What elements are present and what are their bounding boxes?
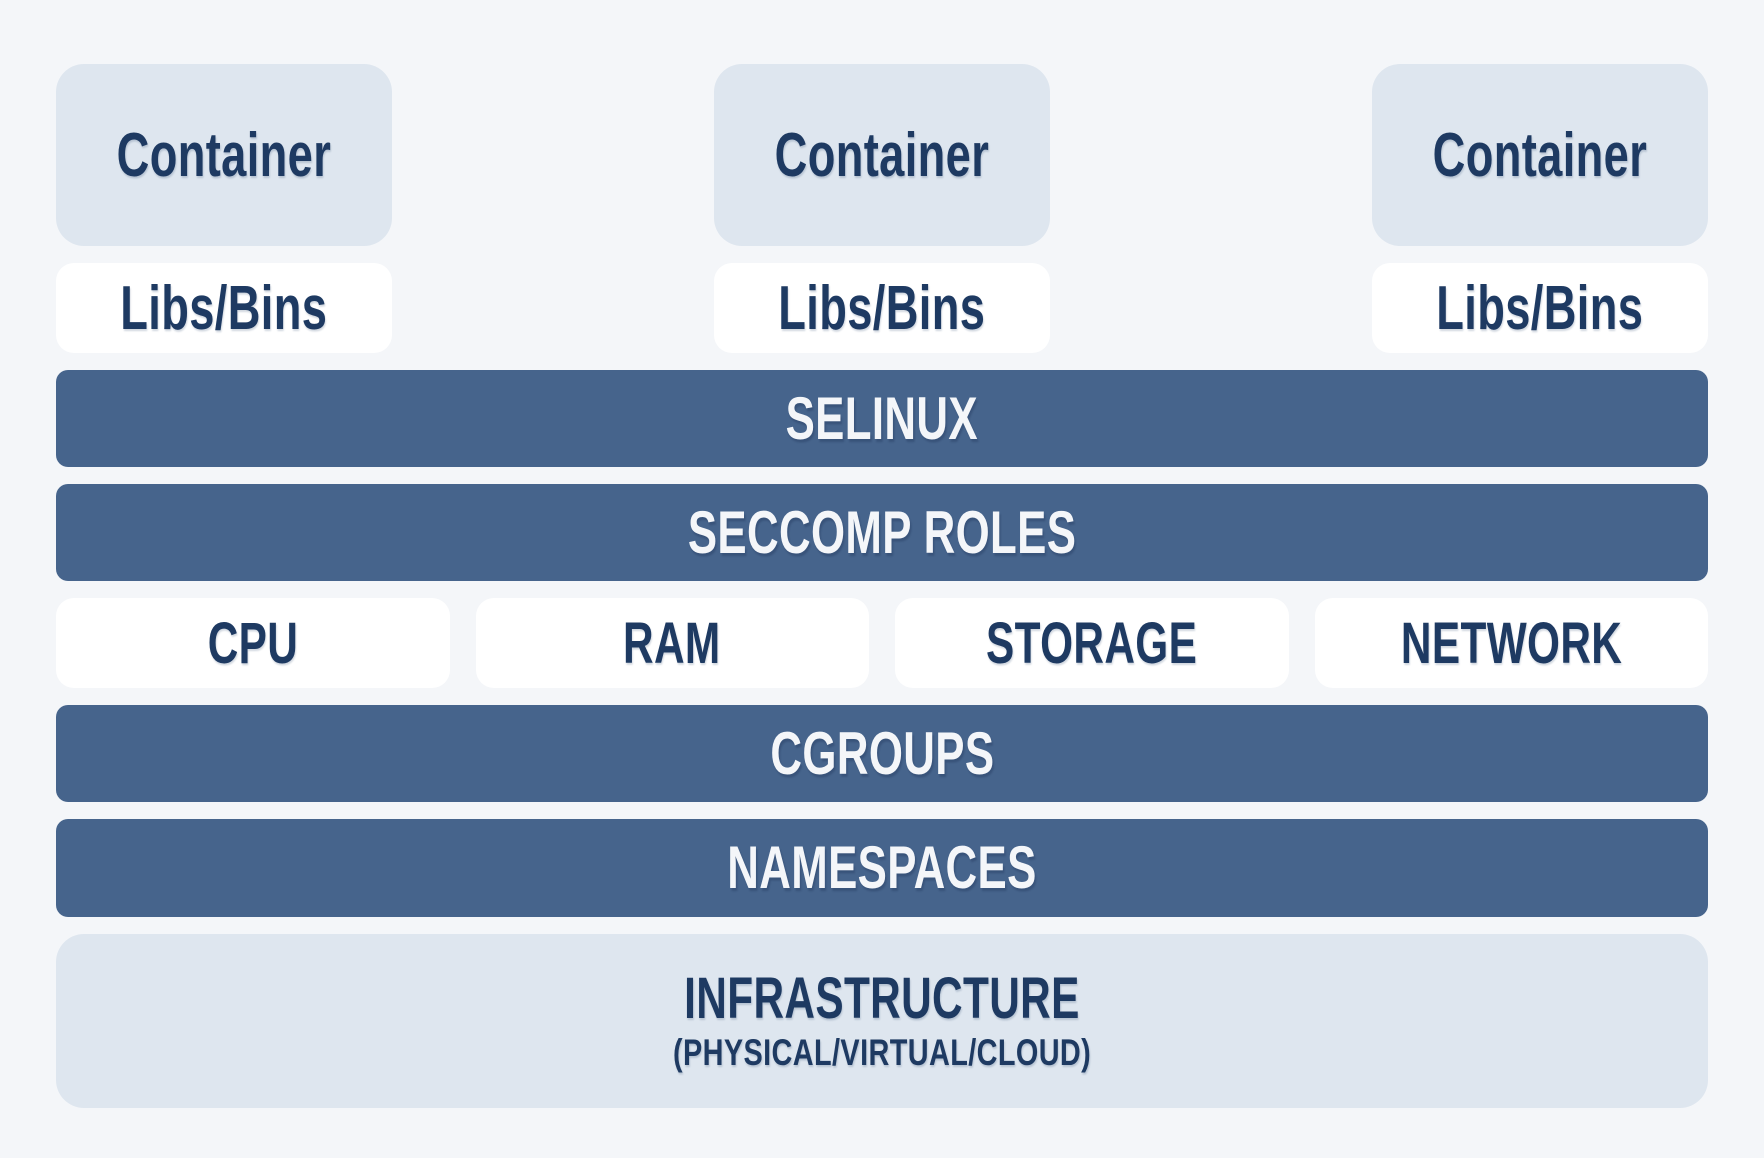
network-label: NETWORK [1400,610,1622,676]
cgroups-layer-bar: CGROUPS [56,705,1708,803]
resources-row: CPU RAM STORAGE NETWORK [56,598,1708,689]
selinux-layer-bar: SELINUX [56,370,1708,468]
container-label-3: Container [1432,120,1648,190]
libs-bins-box-3: Libs/Bins [1372,263,1708,353]
cgroups-label: CGROUPS [769,720,995,788]
namespaces-label: NAMESPACES [727,834,1037,902]
cpu-box: CPU [56,598,450,689]
cpu-label: CPU [207,610,298,676]
libs-bins-box-2: Libs/Bins [714,263,1050,353]
container-box-3: Container [1372,64,1708,246]
container-label-2: Container [774,120,990,190]
ram-label: RAM [623,610,722,676]
infrastructure-box: INFRASTRUCTURE (PHYSICAL/VIRTUAL/CLOUD) [56,933,1708,1109]
seccomp-roles-layer-bar: SECCOMP ROLES [56,484,1708,582]
storage-label: STORAGE [986,610,1198,676]
containers-row: Container Container Container [56,64,1708,246]
libs-bins-row: Libs/Bins Libs/Bins Libs/Bins [56,263,1708,353]
libs-bins-label-3: Libs/Bins [1436,273,1644,343]
libs-bins-label-2: Libs/Bins [778,273,986,343]
seccomp-roles-label: SECCOMP ROLES [687,499,1077,567]
ram-box: RAM [475,598,869,689]
infrastructure-title: INFRASTRUCTURE [684,966,1080,1032]
network-box: NETWORK [1314,598,1708,689]
namespaces-layer-bar: NAMESPACES [56,819,1708,917]
libs-bins-label-1: Libs/Bins [120,273,328,343]
container-box-1: Container [56,64,392,246]
container-label-1: Container [116,120,332,190]
infrastructure-subtitle: (PHYSICAL/VIRTUAL/CLOUD) [672,1032,1092,1074]
selinux-label: SELINUX [785,385,979,453]
libs-bins-box-1: Libs/Bins [56,263,392,353]
container-box-2: Container [714,64,1050,246]
storage-box: STORAGE [895,598,1289,689]
